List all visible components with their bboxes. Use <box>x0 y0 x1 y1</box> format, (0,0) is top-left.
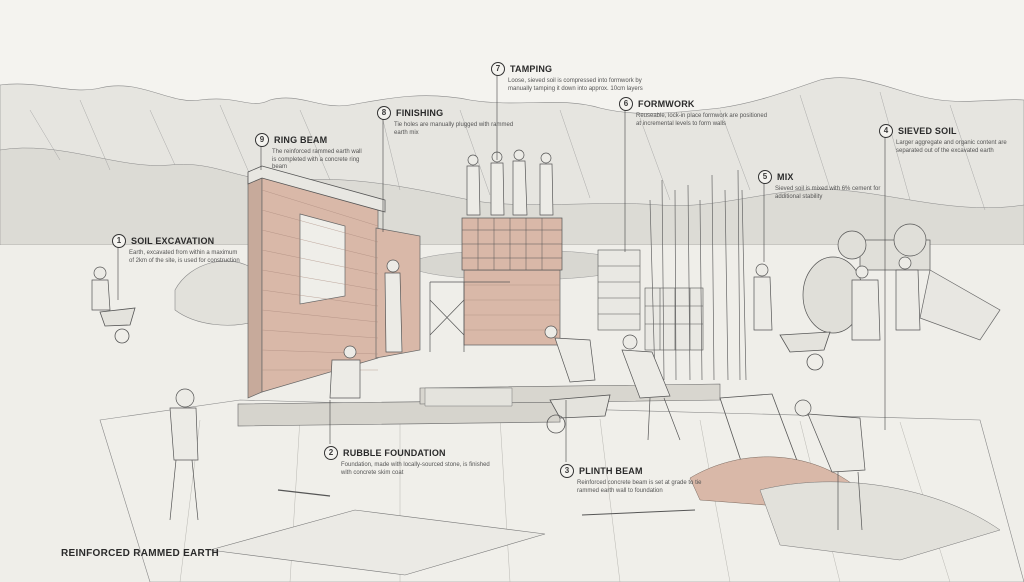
callout-title: RUBBLE FOUNDATION <box>343 448 446 458</box>
worker-tamping-1 <box>466 154 481 216</box>
callout-number: 8 <box>377 106 391 120</box>
callout-mix: 5 MIX Sieved soil is mixed with 6% cement… <box>758 170 885 201</box>
sieve-screen <box>919 269 1001 341</box>
callout-number: 1 <box>112 234 126 248</box>
callout-number: 6 <box>619 97 633 111</box>
worker-tamping-2 <box>490 151 505 216</box>
callout-title: TAMPING <box>510 64 553 74</box>
callout-description: The reinforced rammed earth wall is comp… <box>272 149 362 170</box>
callout-number: 5 <box>758 170 772 184</box>
callout-title: PLINTH BEAM <box>579 466 643 476</box>
callout-number: 4 <box>879 124 893 138</box>
wall-courses <box>261 189 560 371</box>
mountain-hatching <box>29 91 986 211</box>
worker-sieve-2 <box>895 256 921 331</box>
callout-description: Larger aggregate and organic content are… <box>896 140 1007 154</box>
callout-description: Sieved soil is mixed with 6% cement for … <box>775 186 881 200</box>
callout-sieved-soil: 4 SIEVED SOIL Larger aggregate and organi… <box>879 124 1008 155</box>
callout-number: 9 <box>255 133 269 147</box>
wheelbarrow-right <box>779 331 831 371</box>
callout-formwork: 6 FORMWORK Reuseable, lock-in place formw… <box>619 97 771 128</box>
worker-wheelbarrow-left <box>91 266 111 311</box>
callout-plinth-beam: 3 PLINTH BEAM Reinforced concrete beam is… <box>560 464 722 495</box>
formwork-grid <box>462 218 562 270</box>
worker-sieving-front <box>794 399 866 531</box>
callout-number: 7 <box>491 62 505 76</box>
callout-description: Tie holes are manually plugged with ramm… <box>394 122 514 136</box>
workers <box>91 149 921 531</box>
callout-title: FINISHING <box>396 108 444 118</box>
stone-edge <box>424 387 513 407</box>
shovel-tool <box>581 509 696 516</box>
wheelbarrow-front <box>546 394 611 434</box>
leader-lines <box>117 75 886 462</box>
callout-description: Foundation, made with locally-sourced st… <box>341 462 490 476</box>
worker-tamping-3 <box>512 149 528 216</box>
callout-soil-excavation: 1 SOIL EXCAVATION Earth, excavated from w… <box>112 234 241 265</box>
worker-mix <box>753 263 773 331</box>
callout-title: SIEVED SOIL <box>898 126 957 136</box>
callout-title: SOIL EXCAVATION <box>131 236 215 246</box>
ring-beam <box>247 165 386 213</box>
callout-title: FORMWORK <box>638 99 695 109</box>
worker-digging <box>169 388 199 521</box>
callout-description: Loose, sieved soil is compressed into fo… <box>508 78 643 92</box>
rebar <box>649 169 747 381</box>
callout-title: RING BEAM <box>274 135 328 145</box>
worker-finishing <box>384 259 403 353</box>
scaffold <box>429 281 510 352</box>
wheelbarrow-left <box>99 307 136 344</box>
callout-ring-beam: 9 RING BEAM The reinforced rammed earth w… <box>255 133 364 172</box>
worker-foundation <box>329 345 361 399</box>
rammer-tool <box>277 489 331 497</box>
callout-description: Reinforced concrete beam is set at grade… <box>577 480 702 494</box>
callout-description: Reuseable, lock-in place formwork are po… <box>636 113 768 127</box>
worker-tamping-4 <box>539 152 554 216</box>
callout-rubble-foundation: 2 RUBBLE FOUNDATION Foundation, made with… <box>324 446 501 477</box>
tarp <box>209 509 546 576</box>
callout-title: MIX <box>777 172 794 182</box>
worker-sieve-1 <box>851 265 881 341</box>
callout-number: 2 <box>324 446 338 460</box>
diagram-title: REINFORCED RAMMED EARTH <box>61 548 220 559</box>
rammed-earth-walls <box>247 171 561 399</box>
callout-tamping: 7 TAMPING Loose, sieved soil is compresse… <box>491 62 643 93</box>
callout-description: Earth, excavated from within a maximum o… <box>129 250 240 264</box>
concrete-mixer <box>802 223 931 334</box>
gravel-heap <box>759 481 1001 561</box>
callout-number: 3 <box>560 464 574 478</box>
callout-finishing: 8 FINISHING Tie holes are manually plugge… <box>377 106 519 137</box>
worker-pushing <box>621 334 681 441</box>
formwork-right <box>597 249 704 351</box>
worker-plinth <box>544 325 596 383</box>
